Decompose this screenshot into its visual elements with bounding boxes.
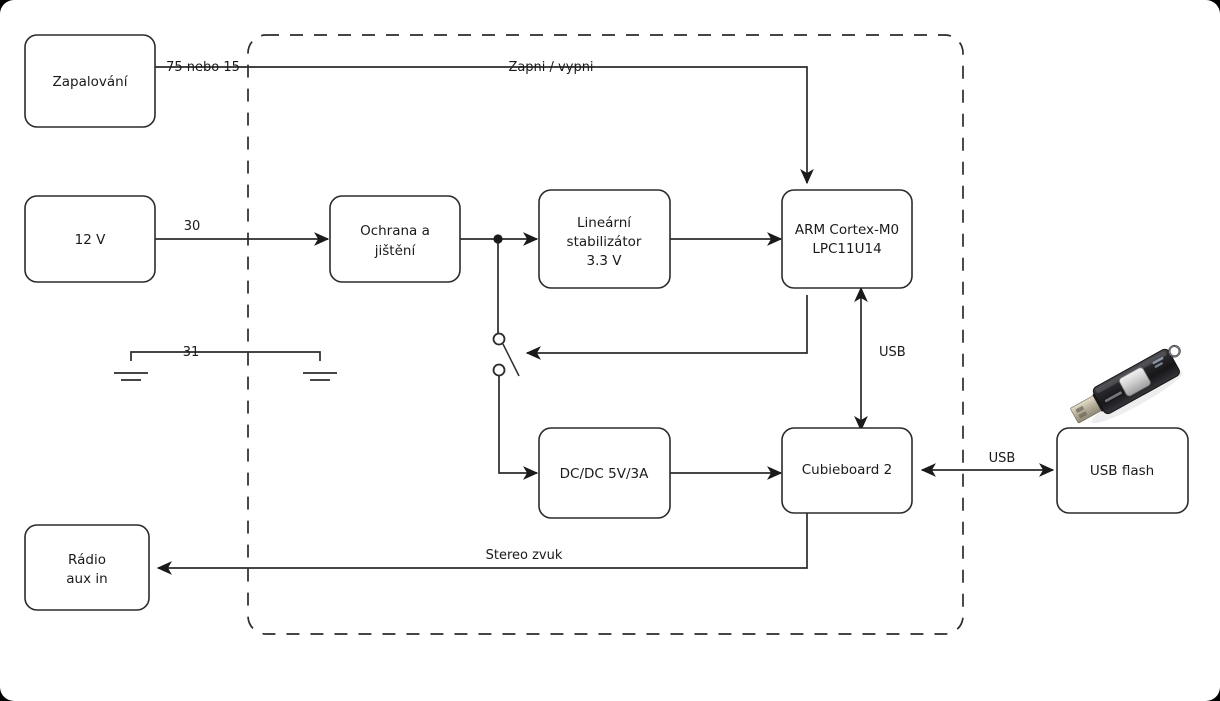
relay-switch-contact-bottom bbox=[492, 363, 506, 377]
node-stabilizator-label-line3: 3.3 V bbox=[587, 253, 623, 269]
node-ochrana[interactable] bbox=[329, 195, 461, 283]
edge-label-ground-31: 31 bbox=[183, 345, 200, 360]
wire-cubieboard-to-radio bbox=[156, 513, 808, 575]
wire-switch-to-dcdc bbox=[498, 376, 539, 480]
edge-label-usb-external: USB bbox=[989, 451, 1016, 466]
node-dcdc[interactable] bbox=[538, 427, 671, 519]
node-cubieboard-label: Cubieboard 2 bbox=[802, 462, 892, 478]
edge-label-power-30: 30 bbox=[184, 219, 201, 234]
node-arm-label-line1: ARM Cortex-M0 bbox=[795, 222, 899, 238]
node-stabilizator[interactable] bbox=[538, 189, 671, 289]
node-arm[interactable] bbox=[781, 189, 913, 289]
wire-arm-to-switch-control bbox=[525, 295, 808, 360]
ground-symbol-right bbox=[303, 372, 337, 381]
node-ochrana-label-line1: Ochrana a bbox=[360, 223, 430, 239]
wire-ground-bus bbox=[130, 351, 321, 361]
node-zapalovani-label: Zapalování bbox=[53, 74, 129, 90]
node-12v-label: 12 V bbox=[75, 232, 106, 248]
node-stabilizator-label-line2: stabilizátor bbox=[567, 234, 642, 250]
node-cubieboard[interactable] bbox=[781, 427, 913, 514]
ground-symbol-left bbox=[114, 372, 148, 381]
node-radio-label-line2: aux in bbox=[66, 571, 107, 587]
node-zapalovani[interactable] bbox=[24, 34, 156, 128]
usb-flash-drive-icon bbox=[1070, 344, 1183, 424]
node-dcdc-label: DC/DC 5V/3A bbox=[560, 466, 649, 482]
relay-switch-blade bbox=[502, 343, 520, 377]
edge-label-audio: Stereo zvuk bbox=[486, 548, 563, 563]
wire-ignition-to-arm bbox=[155, 66, 814, 185]
node-radio-label-line1: Rádio bbox=[68, 552, 106, 568]
junction-dot bbox=[493, 234, 503, 244]
relay-switch-contact-top bbox=[492, 332, 506, 346]
node-usbflash[interactable] bbox=[1056, 427, 1189, 514]
dashed-enclosure bbox=[247, 34, 964, 635]
node-usbflash-label: USB flash bbox=[1090, 463, 1154, 479]
node-arm-label-line2: LPC11U14 bbox=[812, 241, 881, 257]
node-radio[interactable] bbox=[24, 524, 150, 611]
edge-label-power-toggle: Zapni / vypni bbox=[508, 60, 593, 75]
node-12v[interactable] bbox=[24, 195, 156, 283]
edge-label-ignition: 75 nebo 15 bbox=[166, 60, 240, 75]
node-stabilizator-label-line1: Lineární bbox=[577, 215, 632, 231]
edge-label-usb-internal: USB bbox=[879, 345, 906, 360]
node-ochrana-label-line2: jištění bbox=[374, 243, 417, 259]
